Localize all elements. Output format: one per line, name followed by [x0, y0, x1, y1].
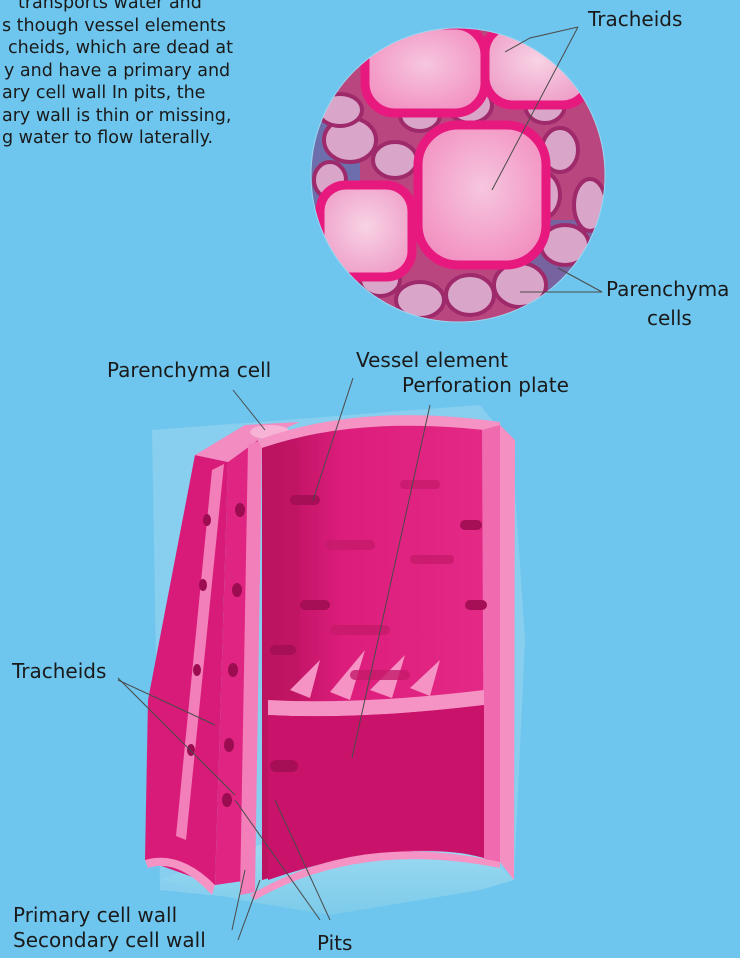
label-parenchyma-cell: Parenchyma cell: [107, 358, 271, 383]
label-vessel-element: Vessel element: [356, 348, 508, 373]
label-secondary-cell-wall: Secondary cell wall: [13, 928, 206, 953]
label-perforation-plate: Perforation plate: [402, 373, 569, 398]
micrograph: [300, 20, 620, 330]
label-primary-cell-wall: Primary cell wall: [13, 903, 177, 928]
xylem-diagram: [118, 378, 525, 940]
label-tracheids-micrograph: Tracheids: [588, 7, 682, 32]
label-parenchyma-cells-line1: Parenchyma: [606, 277, 729, 302]
label-pits: Pits: [317, 931, 352, 956]
label-tracheids-diagram: Tracheids: [12, 659, 106, 684]
label-parenchyma-cells-line2: cells: [647, 306, 692, 331]
